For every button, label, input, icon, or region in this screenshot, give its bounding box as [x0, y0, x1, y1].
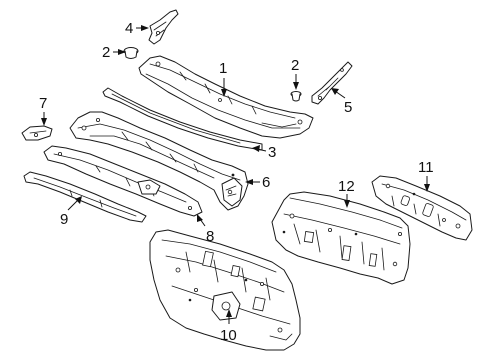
callout-9: 9 [60, 211, 68, 228]
part-2-grommet-left [123, 47, 139, 59]
part-11-extension-panel [371, 175, 473, 241]
callout-11: 11 [418, 159, 434, 176]
part-1-cowl-panel [138, 55, 314, 139]
part-7-clip [21, 125, 53, 141]
callout-4: 4 [125, 20, 133, 37]
part-10-dash-lower [149, 229, 301, 351]
leader-lines [41, 25, 430, 324]
part-3-strip [102, 87, 263, 151]
callout-8: 8 [206, 228, 214, 245]
callout-6: 6 [262, 174, 270, 191]
callout-1: 1 [219, 60, 227, 77]
callout-5: 5 [344, 99, 352, 116]
callout-7: 7 [39, 95, 47, 112]
callout-3: 3 [268, 144, 276, 161]
callout-2-left: 2 [102, 44, 110, 61]
callout-2-right: 2 [291, 57, 299, 74]
callout-labels: 1 2 2 3 4 5 6 7 8 9 10 11 12 [39, 20, 434, 344]
callout-10: 10 [220, 327, 237, 344]
part-8-lower-rail [43, 145, 203, 217]
part-4-bracket [148, 9, 179, 45]
callout-12: 12 [338, 178, 355, 195]
part-5-bracket [311, 61, 353, 105]
part-2-grommet-right [290, 91, 302, 102]
part-12-dash-panel [271, 191, 411, 285]
part-9-lower-strip [23, 171, 147, 223]
part-6-cowl-reinforcement [69, 111, 249, 211]
